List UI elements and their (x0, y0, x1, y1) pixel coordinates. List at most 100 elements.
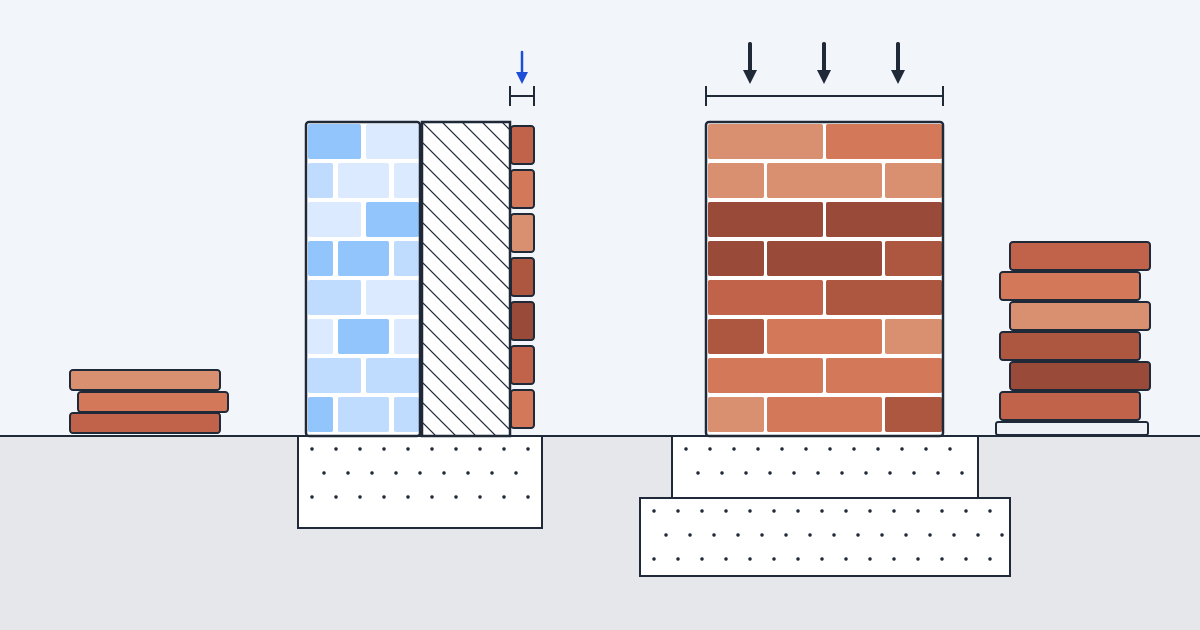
foundation-dot (916, 509, 920, 513)
foundation-dot (334, 447, 338, 451)
foundation-dot (912, 471, 916, 475)
foundation-dot (816, 471, 820, 475)
blue-block (394, 319, 419, 354)
foundation-dot (792, 471, 796, 475)
hatch-line (422, 181, 510, 271)
foundation-dot (988, 557, 992, 561)
wall-width-dimension (705, 86, 944, 106)
ground-area (0, 436, 1200, 630)
stepped-foundation-lower (639, 497, 1011, 577)
arrow-head (516, 72, 528, 84)
foundation-dot (466, 471, 470, 475)
blue-block (308, 241, 333, 276)
blue-block (308, 397, 333, 432)
foundation-dot (820, 557, 824, 561)
foundation-dot (454, 447, 458, 451)
stack-base-pallet (995, 421, 1149, 436)
loose-brick (69, 369, 221, 391)
foundation-dot (490, 471, 494, 475)
foundation-dot (688, 533, 692, 537)
blue-block (394, 241, 419, 276)
foundation-dot (370, 471, 374, 475)
foundations (297, 435, 1011, 577)
veneer-brick (510, 169, 535, 209)
foundation-dot (394, 471, 398, 475)
foundation-dot (948, 447, 952, 451)
foundation-dot (844, 509, 848, 513)
foundation-dot (820, 509, 824, 513)
wall-brick (708, 241, 764, 276)
foundation-dot (708, 447, 712, 451)
hatch-line (422, 141, 510, 231)
hatch-line (422, 122, 510, 211)
foundation-dot (964, 509, 968, 513)
wall-brick (826, 124, 942, 159)
foundation-dot (724, 557, 728, 561)
veneer-brick (510, 301, 535, 341)
foundation-dot (526, 495, 530, 499)
stacked-brick (999, 391, 1141, 421)
wall-brick (826, 202, 942, 237)
foundation-dot (904, 533, 908, 537)
foundation-dot (844, 557, 848, 561)
foundation-dot (936, 471, 940, 475)
foundation-dot (964, 557, 968, 561)
stacked-brick (1009, 241, 1151, 271)
wall-brick (708, 163, 764, 198)
foundation-dot (808, 533, 812, 537)
foundation-dot (664, 533, 668, 537)
hatch-line (422, 341, 510, 431)
wall-brick (708, 202, 823, 237)
foundation-dot (880, 533, 884, 537)
foundation-dot (418, 471, 422, 475)
foundation-dot (856, 533, 860, 537)
blue-block (366, 124, 419, 159)
sky-background (0, 0, 1200, 436)
stepped-foundation-upper-block (671, 435, 979, 499)
veneer-brick (510, 213, 535, 253)
foundation-dot (502, 495, 506, 499)
blue-block (394, 397, 419, 432)
foundation-dot (748, 509, 752, 513)
wall-brick (708, 319, 764, 354)
foundation-dot (478, 495, 482, 499)
wall-brick (885, 397, 942, 432)
brick-veneer-facing (510, 125, 535, 429)
veneer-brick (510, 345, 535, 385)
hatch-line (422, 161, 510, 251)
foundation-dot (868, 557, 872, 561)
foundation-dot (748, 557, 752, 561)
blue-block (366, 202, 419, 237)
stacked-brick (999, 331, 1141, 361)
foundation-dot (310, 495, 314, 499)
blue-block (308, 124, 361, 159)
foundation-dot (900, 447, 904, 451)
blue-block (308, 319, 333, 354)
foundation-dot (796, 509, 800, 513)
foundation-dot (928, 533, 932, 537)
foundation-dot (502, 447, 506, 451)
blue-block (338, 397, 389, 432)
load-annotations (509, 42, 944, 106)
foundation-dot (772, 557, 776, 561)
strip-foundation-left-block (297, 435, 543, 529)
blue-block (366, 358, 419, 393)
load-arrow-head (817, 70, 831, 84)
hatch-line (422, 201, 510, 291)
foundation-dot (700, 557, 704, 561)
foundation-dot (334, 495, 338, 499)
hatch-line (422, 261, 510, 351)
foundation-dot (684, 447, 688, 451)
blue-block (308, 280, 361, 315)
foundation-dot (676, 509, 680, 513)
wall-brick (708, 358, 823, 393)
blue-block (308, 163, 333, 198)
hatch-line (422, 301, 510, 391)
foundation-dot (804, 447, 808, 451)
foundation-dot (924, 447, 928, 451)
load-arrow-head (743, 70, 757, 84)
load-bearing-brick-wall (704, 120, 945, 438)
foundation-dot (832, 533, 836, 537)
foundation-dot (840, 471, 844, 475)
foundation-dot (700, 509, 704, 513)
